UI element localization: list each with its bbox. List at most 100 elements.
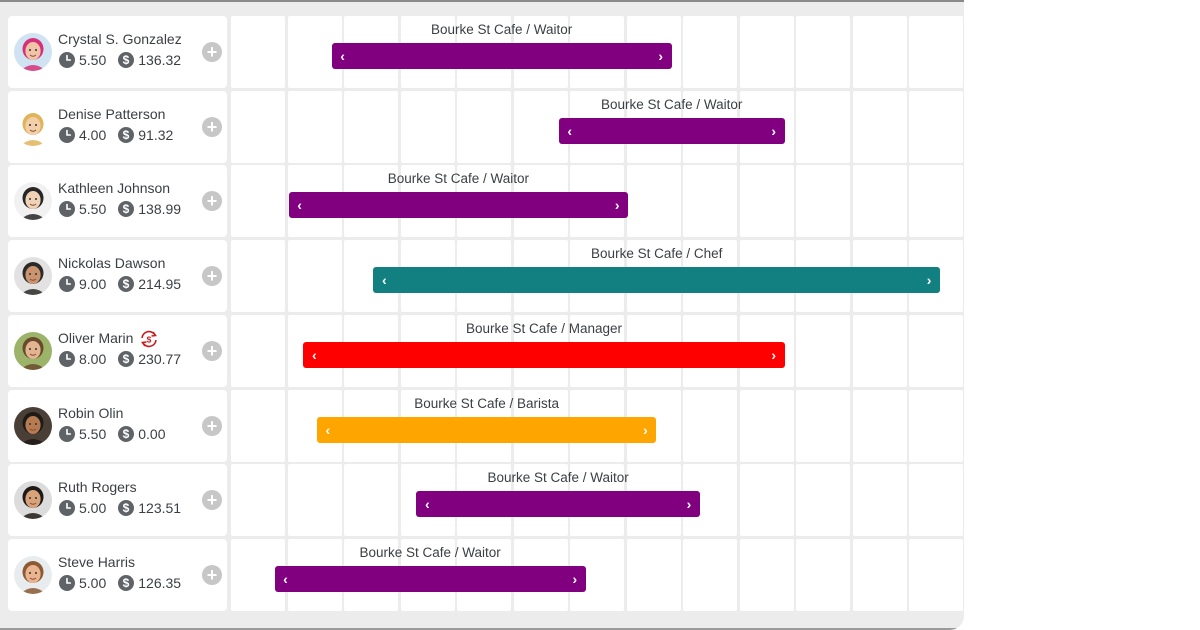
shift-bar[interactable]: ‹› [416,491,700,518]
timeline-cell[interactable] [909,314,963,387]
timeline-cell[interactable] [231,165,285,238]
chevron-right-icon[interactable]: › [686,496,692,513]
timeline-cell[interactable] [457,90,511,163]
timeline-cell[interactable] [231,16,285,88]
timeline-cell[interactable] [683,389,737,462]
timeline-cell[interactable] [683,16,737,88]
shift-bar[interactable]: ‹› [316,416,657,443]
timeline-cell[interactable] [796,90,850,163]
shift-block[interactable]: Bourke St Cafe / Waitor‹› [274,539,586,611]
chevron-left-icon[interactable]: ‹ [567,122,573,139]
timeline-cell[interactable] [852,464,907,537]
timeline-cell[interactable] [909,389,963,462]
shift-bar[interactable]: ‹› [373,267,941,294]
timeline-cell[interactable] [287,464,342,537]
shift-bar[interactable]: ‹› [331,43,672,69]
timeline-cell[interactable] [513,90,568,163]
shift-bar[interactable]: ‹› [558,117,785,144]
chevron-right-icon[interactable]: › [771,346,777,363]
timeline-cell[interactable] [796,314,850,387]
add-shift-button[interactable]: + [202,191,222,212]
chevron-right-icon[interactable]: › [926,272,932,289]
timeline-cell[interactable] [626,538,681,611]
timeline-cell[interactable] [909,16,963,88]
timeline-cell[interactable] [739,165,794,238]
cost-value: 214.95 [138,276,182,293]
timeline-cell[interactable] [909,165,963,238]
shift-block[interactable]: Bourke St Cafe / Waitor‹› [331,16,672,88]
add-shift-button[interactable]: + [202,415,222,436]
timeline-cell[interactable] [796,464,850,537]
shift-block[interactable]: Bourke St Cafe / Chef‹› [373,240,941,312]
add-shift-button[interactable]: + [202,116,222,137]
chevron-left-icon[interactable]: ‹ [325,421,331,438]
timeline-cell[interactable] [739,538,794,611]
chevron-left-icon[interactable]: ‹ [382,272,387,289]
timeline-cell[interactable] [231,90,285,163]
timeline-cell[interactable] [739,16,794,88]
add-shift-button[interactable]: + [202,266,222,287]
shift-bar[interactable]: ‹› [303,341,785,368]
chevron-right-icon[interactable]: › [643,421,648,438]
timeline-cell[interactable] [852,538,907,611]
chevron-left-icon[interactable]: ‹ [311,346,317,363]
timeline-cell[interactable] [796,16,850,88]
shift-block[interactable]: Bourke St Cafe / Waitor‹› [558,91,785,163]
timeline-cell[interactable] [909,464,963,537]
timeline-cell[interactable] [909,538,963,611]
timeline-cell[interactable] [852,16,907,88]
timeline-cell[interactable] [287,240,342,313]
timeline-cell[interactable] [739,389,794,462]
add-shift-button[interactable]: + [202,42,222,62]
timeline-cell[interactable] [344,90,398,163]
timeline-cell[interactable] [231,314,285,387]
add-shift-button[interactable]: + [202,340,222,361]
add-shift-button[interactable]: + [202,564,222,585]
timeline-cell[interactable] [796,165,850,238]
timeline-cell[interactable] [400,90,455,163]
timeline-cell[interactable] [796,389,850,462]
timeline-cell[interactable] [683,538,737,611]
avatar [14,481,52,520]
chevron-left-icon[interactable]: ‹ [340,48,345,64]
timeline-cell[interactable] [344,464,398,537]
timeline-cell[interactable] [796,538,850,611]
chevron-right-icon[interactable]: › [614,197,620,214]
timeline-cell[interactable] [626,165,681,238]
chevron-right-icon[interactable]: › [572,570,578,587]
timeline-cell[interactable] [231,389,285,462]
timeline-cell[interactable] [231,464,285,537]
plus-icon: + [206,116,218,137]
shift-block[interactable]: Bourke St Cafe / Waitor‹› [416,464,700,536]
timeline-cell[interactable] [683,165,737,238]
shift-block[interactable]: Bourke St Cafe / Manager‹› [303,315,785,387]
plus-icon: + [206,490,218,511]
timeline-cell[interactable] [852,389,907,462]
add-shift-button[interactable]: + [202,490,222,511]
shift-block[interactable]: Bourke St Cafe / Barista‹› [316,390,657,462]
timeline-cell[interactable] [852,90,907,163]
chevron-right-icon[interactable]: › [771,122,777,139]
shift-block[interactable]: Bourke St Cafe / Waitor‹› [288,165,629,237]
employee-card[interactable]: Oliver Marin$8.00$230.77+ [8,314,227,387]
chevron-left-icon[interactable]: ‹ [424,496,430,513]
timeline-cell[interactable] [739,464,794,537]
chevron-left-icon[interactable]: ‹ [283,570,288,587]
timeline-cell[interactable] [231,240,285,313]
shift-bar[interactable]: ‹› [288,192,629,219]
timeline-cell[interactable] [287,90,342,163]
timeline-cell[interactable] [852,165,907,238]
shift-bar[interactable]: ‹› [274,565,586,592]
timeline-cell[interactable] [909,90,963,163]
chevron-left-icon[interactable]: ‹ [297,197,302,214]
timeline-cell[interactable] [852,314,907,387]
shift-swap-icon[interactable]: $ [133,330,159,348]
chevron-right-icon[interactable]: › [658,48,664,64]
